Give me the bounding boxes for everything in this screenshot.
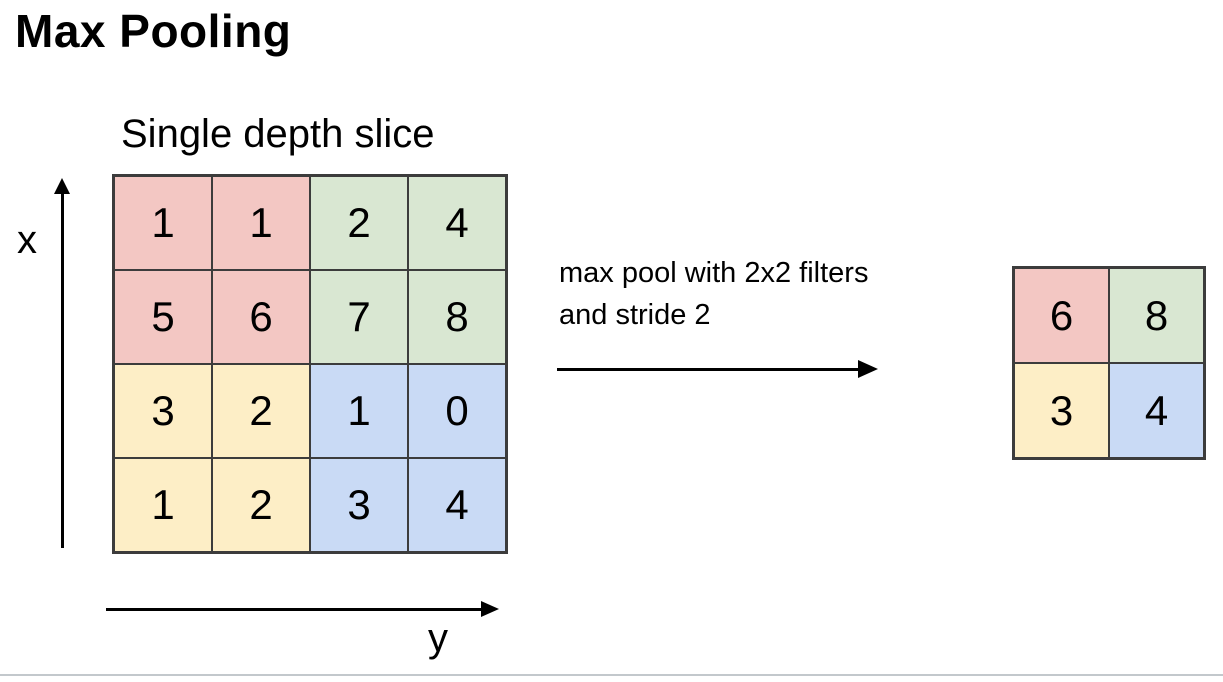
- y-axis-arrowhead-icon: [481, 601, 499, 617]
- input-grid: 1 1 2 4 5 6 7 8 3 2 1 0 1 2 3 4: [112, 174, 508, 554]
- page-title: Max Pooling: [15, 5, 292, 57]
- input-cell: 8: [408, 270, 506, 364]
- pooling-arrow-line: [557, 368, 859, 371]
- input-grid-label: Single depth slice: [121, 112, 435, 156]
- pooling-annotation-line2: and stride 2: [559, 299, 711, 331]
- output-cell: 3: [1014, 363, 1109, 458]
- input-cell: 1: [114, 176, 212, 270]
- input-cell: 7: [310, 270, 408, 364]
- pooling-annotation-line1: max pool with 2x2 filters: [559, 257, 869, 289]
- input-cell: 0: [408, 364, 506, 458]
- y-axis-line: [106, 608, 482, 611]
- pooling-annotation: max pool with 2x2 filters and stride 2: [559, 252, 868, 336]
- input-cell: 1: [212, 176, 310, 270]
- input-cell: 2: [212, 458, 310, 552]
- output-cell: 4: [1109, 363, 1204, 458]
- input-cell: 5: [114, 270, 212, 364]
- output-cell: 6: [1014, 268, 1109, 363]
- input-cell: 4: [408, 458, 506, 552]
- input-cell: 2: [212, 364, 310, 458]
- x-axis-arrowhead-icon: [54, 178, 70, 194]
- input-cell: 6: [212, 270, 310, 364]
- input-cell: 2: [310, 176, 408, 270]
- output-cell: 8: [1109, 268, 1204, 363]
- input-cell: 1: [310, 364, 408, 458]
- input-cell: 3: [114, 364, 212, 458]
- x-axis-label: x: [17, 218, 37, 262]
- bottom-divider: [0, 674, 1223, 676]
- output-grid: 6 8 3 4: [1012, 266, 1206, 460]
- x-axis-line: [61, 192, 64, 548]
- y-axis-label: y: [428, 616, 448, 660]
- input-cell: 4: [408, 176, 506, 270]
- input-cell: 1: [114, 458, 212, 552]
- pooling-arrowhead-icon: [858, 360, 878, 378]
- input-cell: 3: [310, 458, 408, 552]
